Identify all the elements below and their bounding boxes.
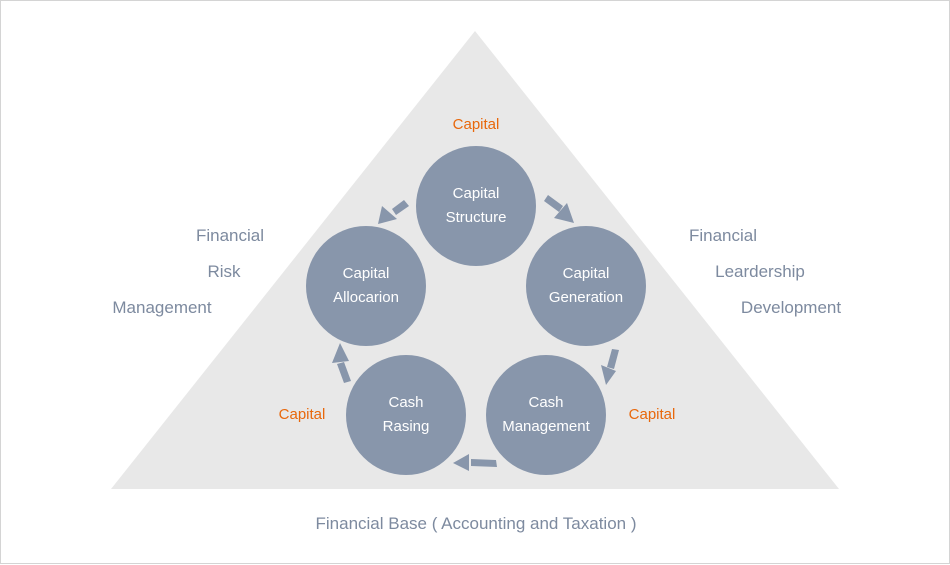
cycle-arrows: [332, 195, 619, 471]
accent-label-right: Capital: [628, 406, 676, 423]
node-circle-cash-rasing: [346, 355, 466, 475]
arrow-management-to-rasing: [453, 454, 497, 471]
node-circle-capital-allocarion: [306, 226, 426, 346]
node-capital-allocarion: Capital Allocarion: [306, 262, 426, 310]
node-line: Capital: [562, 265, 610, 282]
node-line: Allocarion: [333, 289, 399, 306]
arrow-allocarion-to-structure: [378, 200, 409, 224]
node-cash-rasing: Cash Rasing: [346, 391, 466, 439]
right-side-line: Financial: [688, 226, 758, 245]
accent-label-top: Capital: [452, 116, 500, 133]
node-line: Capital: [452, 185, 500, 202]
node-capital-structure: Capital Structure: [416, 182, 536, 230]
right-side-line: Leardership: [715, 262, 805, 281]
node-line: Structure: [445, 209, 507, 226]
node-line: Generation: [548, 289, 624, 306]
arrow-structure-to-generation: [544, 195, 574, 223]
right-side-line: Development: [740, 298, 842, 317]
base-label: Financial Base ( Accounting and Taxation…: [315, 514, 637, 533]
node-circle-capital-generation: [526, 226, 646, 346]
node-cash-management: Cash Management: [486, 391, 606, 439]
node-circle-cash-management: [486, 355, 606, 475]
node-line: Capital: [342, 265, 390, 282]
arrow-rasing-to-allocarion: [332, 343, 351, 383]
accent-label-left: Capital: [278, 406, 326, 423]
node-line: Cash: [528, 394, 564, 411]
arrow-generation-to-management: [601, 349, 619, 385]
node-circle-capital-structure: [416, 146, 536, 266]
left-side-line: Risk: [207, 262, 241, 281]
node-line: Cash: [388, 394, 424, 411]
left-side-line: Financial: [195, 226, 265, 245]
node-capital-generation: Capital Generation: [526, 262, 646, 310]
node-line: Management: [502, 418, 590, 435]
left-side-line: Management: [112, 298, 212, 317]
node-line: Rasing: [382, 418, 430, 435]
